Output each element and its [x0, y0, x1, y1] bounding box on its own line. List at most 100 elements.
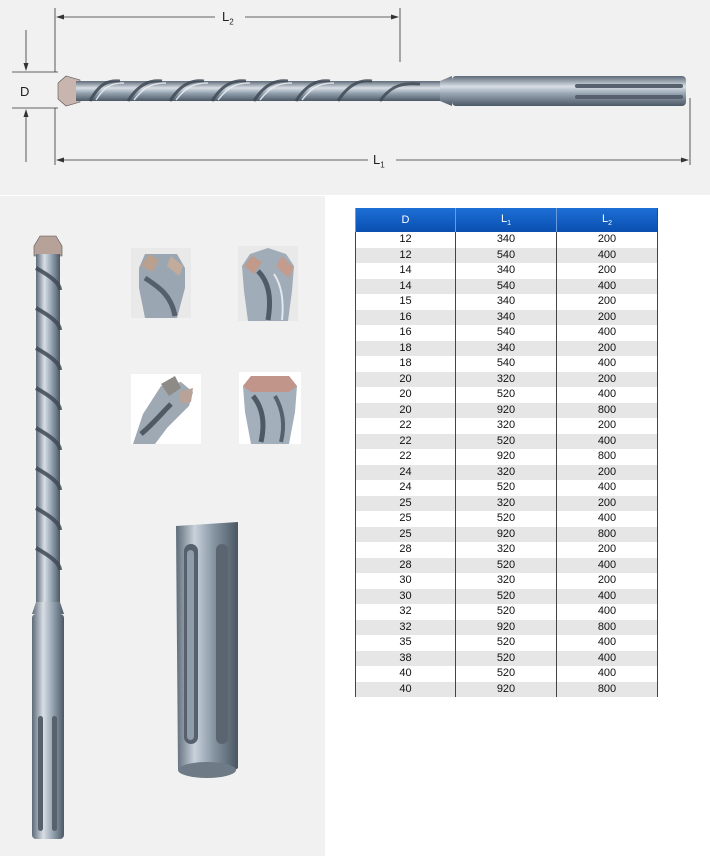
cell-l1: 320 [455, 542, 557, 558]
dimension-l1-label: L1 [373, 152, 385, 170]
cell-l1: 520 [455, 557, 557, 573]
sds-shank-closeup [176, 522, 238, 778]
cell-l2: 800 [556, 526, 658, 542]
cell-d: 30 [355, 588, 456, 604]
dimension-d-label: D [20, 84, 30, 99]
cell-l2: 400 [556, 325, 658, 341]
column-header-l2: L2 [556, 208, 658, 232]
cell-d: 40 [355, 681, 456, 697]
drill-tip-closeup-1 [131, 248, 191, 318]
cell-l1: 520 [455, 604, 557, 620]
cell-d: 30 [355, 573, 456, 589]
cell-d: 16 [355, 325, 456, 341]
cell-l2: 400 [556, 480, 658, 496]
cell-d: 15 [355, 294, 456, 310]
cell-d: 35 [355, 635, 456, 651]
drill-bit-horizontal-illustration [12, 8, 691, 165]
cell-l2: 400 [556, 433, 658, 449]
cell-l2: 200 [556, 309, 658, 325]
cell-l1: 520 [455, 588, 557, 604]
cell-d: 22 [355, 449, 456, 465]
cell-d: 38 [355, 650, 456, 666]
cell-l2: 400 [556, 635, 658, 651]
cell-d: 28 [355, 542, 456, 558]
cell-d: 18 [355, 356, 456, 372]
cell-l2: 800 [556, 449, 658, 465]
cell-l1: 920 [455, 681, 557, 697]
cell-l2: 200 [556, 418, 658, 434]
cell-l2: 400 [556, 356, 658, 372]
cell-l1: 340 [455, 263, 557, 279]
cell-l1: 540 [455, 356, 557, 372]
cell-l1: 520 [455, 387, 557, 403]
cell-d: 25 [355, 511, 456, 527]
cell-l2: 800 [556, 402, 658, 418]
cell-l2: 400 [556, 650, 658, 666]
cell-l1: 320 [455, 418, 557, 434]
cell-d: 24 [355, 480, 456, 496]
cell-d: 25 [355, 526, 456, 542]
cell-l1: 320 [455, 371, 557, 387]
cell-l2: 200 [556, 542, 658, 558]
drill-bit-vertical-photo [32, 235, 64, 839]
cell-l2: 200 [556, 294, 658, 310]
cell-d: 20 [355, 387, 456, 403]
cell-d: 12 [355, 232, 456, 248]
cell-l1: 920 [455, 526, 557, 542]
cell-l2: 200 [556, 495, 658, 511]
cell-l2: 400 [556, 511, 658, 527]
cell-d: 28 [355, 557, 456, 573]
cell-l1: 520 [455, 511, 557, 527]
cell-l1: 340 [455, 232, 557, 248]
cell-d: 40 [355, 666, 456, 682]
drill-tip-closeup-4 [239, 372, 301, 444]
cell-d: 32 [355, 619, 456, 635]
cell-l2: 200 [556, 263, 658, 279]
cell-l2: 400 [556, 557, 658, 573]
cell-l1: 320 [455, 495, 557, 511]
cell-l2: 200 [556, 573, 658, 589]
cell-l1: 520 [455, 650, 557, 666]
cell-l1: 920 [455, 402, 557, 418]
cell-d: 32 [355, 604, 456, 620]
cell-l2: 800 [556, 619, 658, 635]
cell-d: 18 [355, 340, 456, 356]
cell-l1: 320 [455, 573, 557, 589]
cell-l1: 340 [455, 294, 557, 310]
cell-d: 20 [355, 371, 456, 387]
drill-tip-closeup-2 [238, 246, 298, 321]
cell-l1: 520 [455, 433, 557, 449]
cell-d: 14 [355, 278, 456, 294]
cell-l2: 200 [556, 232, 658, 248]
cell-l2: 400 [556, 604, 658, 620]
cell-l1: 540 [455, 247, 557, 263]
cell-d: 20 [355, 402, 456, 418]
cell-l1: 540 [455, 278, 557, 294]
cell-d: 14 [355, 263, 456, 279]
cell-l1: 540 [455, 325, 557, 341]
drill-tip-closeup-3 [131, 374, 201, 444]
table-header-row: D L1 L2 [355, 208, 658, 232]
cell-l1: 320 [455, 464, 557, 480]
cell-l1: 340 [455, 340, 557, 356]
